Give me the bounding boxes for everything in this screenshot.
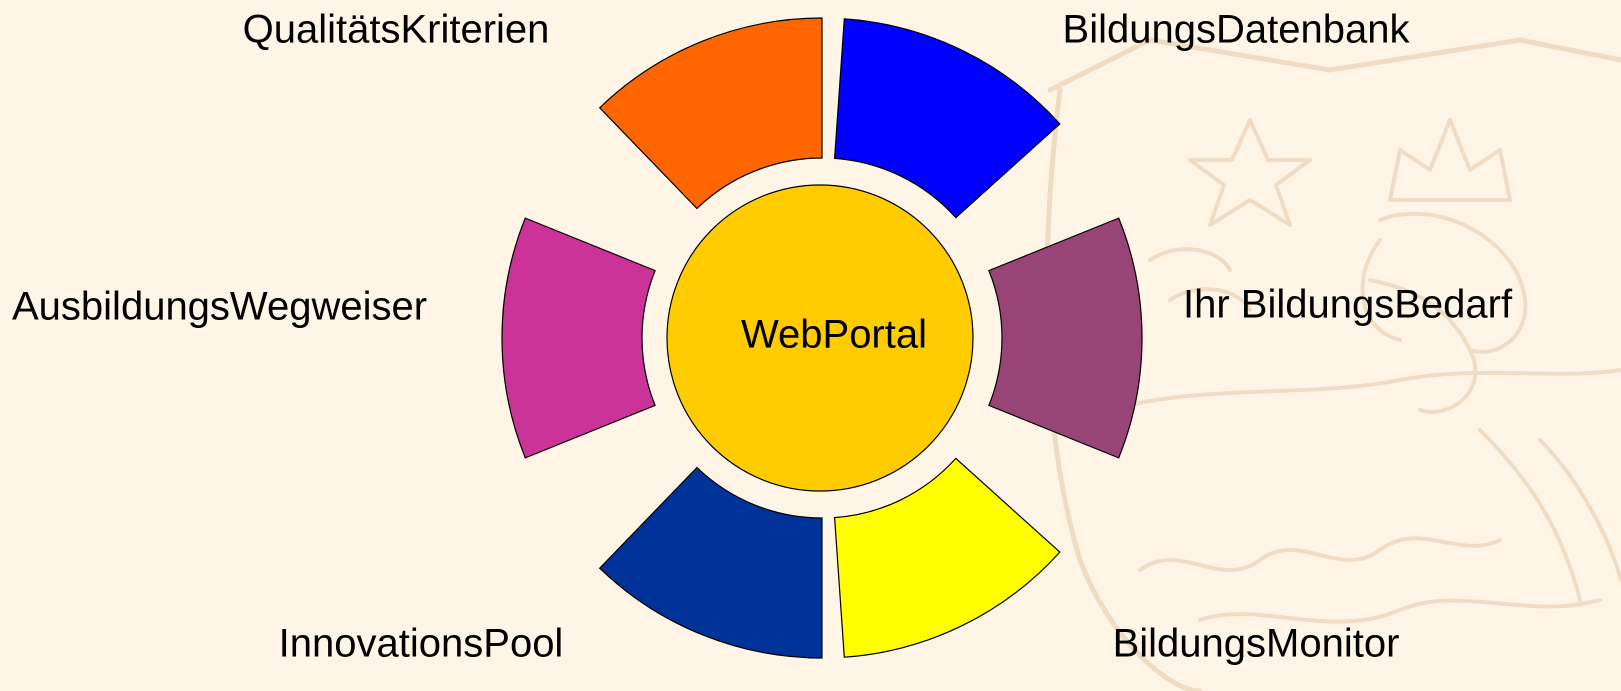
hub-label: WebPortal — [741, 313, 927, 357]
segment-monitor[interactable] — [833, 457, 1061, 658]
hub-webportal[interactable]: WebPortal — [666, 184, 974, 492]
hub-circle[interactable] — [666, 184, 974, 492]
label-bildungsdatenbank: BildungsDatenbank — [1063, 8, 1411, 52]
label-innovationspool: InnovationsPool — [279, 622, 564, 666]
segment-wegweiser[interactable] — [501, 217, 656, 459]
segment-innovation[interactable] — [598, 466, 823, 659]
coat-of-arms-lion-icon — [1044, 37, 1621, 691]
segment-ring — [501, 17, 1143, 659]
label-ihr-bildungsbedarf: Ihr BildungsBedarf — [1183, 283, 1513, 327]
label-qualitaetskriterien: QualitätsKriterien — [243, 8, 550, 52]
label-bildungsmonitor: BildungsMonitor — [1113, 622, 1400, 666]
segment-datenbank[interactable] — [833, 18, 1061, 219]
label-ausbildungswegweiser: AusbildungsWegweiser — [12, 285, 427, 329]
segment-qualitaet[interactable] — [598, 17, 823, 210]
segment-bedarf[interactable] — [988, 217, 1143, 459]
